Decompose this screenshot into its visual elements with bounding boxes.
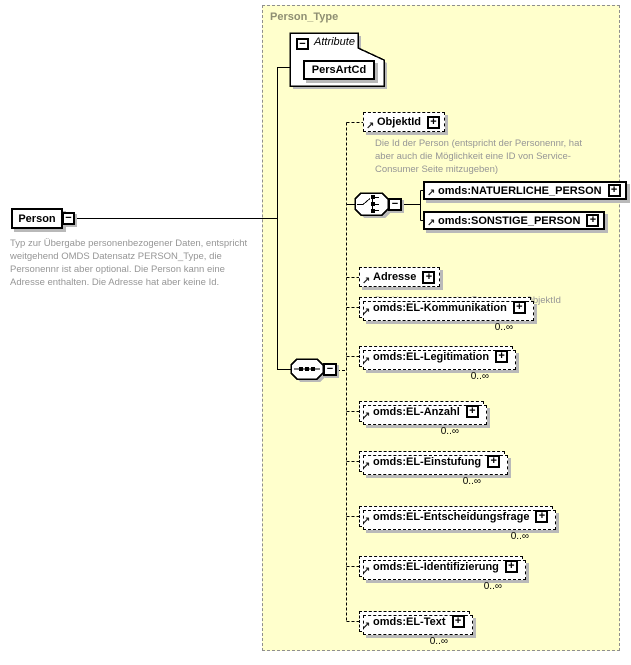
expand-icon[interactable]: + [535, 510, 549, 523]
reference-arrow-icon: ↗ [362, 461, 371, 472]
element-sonstige-person[interactable]: ↗ omds:SONSTIGE_PERSON + [423, 211, 606, 230]
element-el-identifizierung-label: omds:EL-Identifizierung [373, 560, 499, 573]
expand-icon[interactable]: + [504, 560, 518, 573]
element-el-text[interactable]: ↗ omds:EL-Text + [359, 611, 473, 635]
attribute-persartcd-label: PersArtCd [311, 64, 367, 76]
reference-arrow-icon: ↗ [362, 356, 371, 367]
complex-type-title: Person_Type [270, 11, 339, 23]
attributes-label: Attribute [314, 36, 355, 48]
element-person-label: Person [18, 212, 56, 225]
element-el-anzahl[interactable]: ↗ omds:EL-Anzahl + [359, 401, 487, 425]
reference-arrow-icon: ↗ [362, 307, 371, 318]
reference-arrow-icon: ↗ [366, 121, 375, 132]
element-natuerliche-person[interactable]: ↗ omds:NATUERLICHE_PERSON + [423, 181, 627, 200]
element-el-kommunikation-label: omds:EL-Kommunikation [373, 301, 507, 314]
reference-arrow-icon: ↗ [362, 621, 371, 632]
element-el-entscheidungsfrage[interactable]: ↗ omds:EL-Entscheidungsfrage + [359, 506, 557, 530]
reference-arrow-icon: ↗ [362, 276, 371, 287]
occurrence-label: 0..∞ [494, 322, 513, 333]
expand-icon[interactable]: + [465, 405, 479, 418]
element-adresse-label: Adresse [373, 271, 417, 283]
element-el-legitimation-label: omds:EL-Legitimation [373, 350, 490, 363]
collapse-icon[interactable]: − [388, 198, 402, 211]
element-objektid[interactable]: ↗ ObjektId + [363, 112, 446, 132]
element-sonstige-person-label: omds:SONSTIGE_PERSON [438, 214, 581, 227]
collapse-icon[interactable]: − [62, 212, 75, 225]
element-person-annotation: Typ zur Übergabe personenbezogener Daten… [10, 238, 248, 288]
element-el-einstufung[interactable]: ↗ omds:EL-Einstufung + [359, 451, 509, 475]
occurrence-label: 0..∞ [462, 476, 481, 487]
occurrence-label: 0..∞ [510, 531, 529, 542]
reference-arrow-icon: ↗ [427, 218, 436, 229]
collapse-icon[interactable]: − [296, 38, 309, 50]
expand-icon[interactable]: + [586, 214, 600, 227]
element-el-legitimation[interactable]: ↗ omds:EL-Legitimation + [359, 346, 517, 370]
attribute-persartcd[interactable]: PersArtCd [303, 60, 375, 80]
expand-icon[interactable]: + [451, 615, 465, 628]
expand-icon[interactable]: + [427, 115, 441, 129]
reference-arrow-icon: ↗ [427, 188, 436, 199]
reference-arrow-icon: ↗ [362, 566, 371, 577]
element-el-entscheidungsfrage-label: omds:EL-Entscheidungsfrage [373, 510, 530, 523]
expand-icon[interactable]: + [607, 184, 621, 197]
reference-arrow-icon: ↗ [362, 516, 371, 527]
element-objektid-annotation: Die Id der Person (entspricht der Person… [375, 138, 583, 175]
element-natuerliche-person-label: omds:NATUERLICHE_PERSON [438, 184, 602, 197]
element-el-identifizierung[interactable]: ↗ omds:EL-Identifizierung + [359, 556, 526, 580]
occurrence-label: 0..∞ [483, 581, 502, 592]
element-person[interactable]: Person [11, 208, 63, 229]
element-adresse[interactable]: ↗ Adresse + [359, 267, 441, 287]
element-el-anzahl-label: omds:EL-Anzahl [373, 405, 460, 418]
element-el-text-label: omds:EL-Text [373, 615, 446, 628]
element-el-kommunikation[interactable]: ↗ omds:EL-Kommunikation + [359, 297, 534, 321]
expand-icon[interactable]: + [512, 301, 526, 314]
expand-icon[interactable]: + [495, 350, 509, 363]
element-objektid-label: ObjektId [377, 116, 422, 128]
expand-icon[interactable]: + [487, 455, 501, 468]
occurrence-label: 0..∞ [429, 636, 448, 647]
occurrence-label: 0..∞ [440, 426, 459, 437]
reference-arrow-icon: ↗ [362, 411, 371, 422]
element-el-einstufung-label: omds:EL-Einstufung [373, 455, 482, 468]
collapse-icon[interactable]: − [323, 363, 337, 376]
expand-icon[interactable]: + [422, 270, 436, 284]
occurrence-label: 0..∞ [470, 371, 489, 382]
